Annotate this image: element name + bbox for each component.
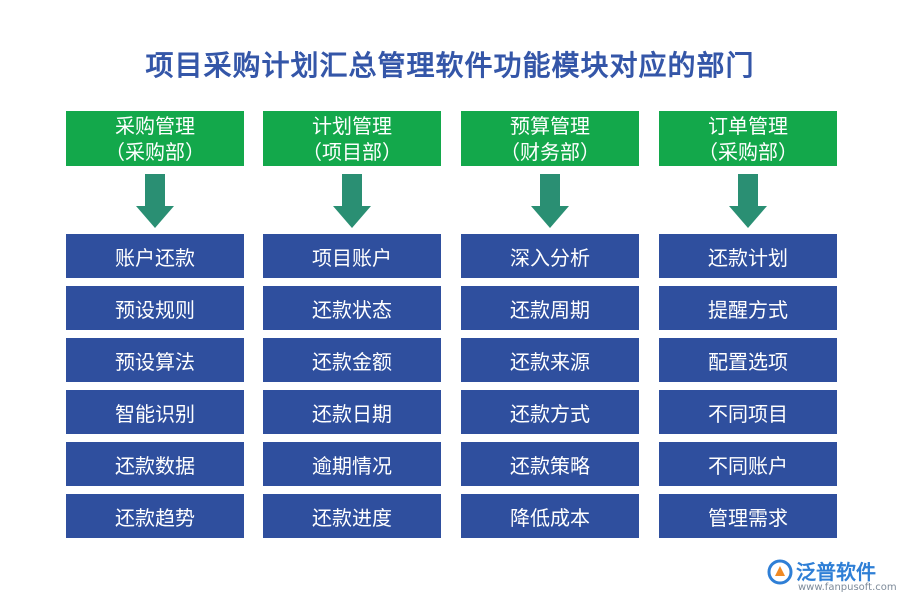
fanpu-logo-icon (767, 559, 793, 585)
feature-item: 不同项目 (659, 390, 837, 434)
feature-item: 预设算法 (66, 338, 244, 382)
feature-item: 提醒方式 (659, 286, 837, 330)
page-title: 项目采购计划汇总管理软件功能模块对应的部门 (145, 49, 755, 82)
module-column-order: 订单管理 （采购部） 还款计划 提醒方式 配置选项 不同项目 不同账户 管理需求 (659, 111, 837, 546)
feature-item: 降低成本 (461, 494, 639, 538)
feature-item: 还款日期 (263, 390, 441, 434)
module-department: （财务部） (500, 139, 600, 164)
module-column-budget: 预算管理 （财务部） 深入分析 还款周期 还款来源 还款方式 还款策略 降低成本 (461, 111, 639, 546)
module-department: （项目部） (302, 139, 402, 164)
logo-name: 泛普软件 (796, 560, 876, 584)
feature-item: 还款周期 (461, 286, 639, 330)
feature-item: 还款趋势 (66, 494, 244, 538)
down-arrow-icon (461, 166, 639, 234)
module-name: 订单管理 (708, 113, 788, 138)
feature-list: 还款计划 提醒方式 配置选项 不同项目 不同账户 管理需求 (659, 234, 837, 546)
fanpu-logo: 泛普软件 www.fanpusoft.com (766, 556, 897, 596)
module-header: 计划管理 （项目部） (263, 111, 441, 166)
feature-item: 还款状态 (263, 286, 441, 330)
module-column-purchase: 采购管理 （采购部） 账户还款 预设规则 预设算法 智能识别 还款数据 还款趋势 (66, 111, 244, 546)
module-name: 采购管理 (115, 113, 195, 138)
feature-item: 智能识别 (66, 390, 244, 434)
module-header: 预算管理 （财务部） (461, 111, 639, 166)
feature-item: 还款方式 (461, 390, 639, 434)
down-arrow-icon (66, 166, 244, 234)
feature-item: 深入分析 (461, 234, 639, 278)
feature-item: 不同账户 (659, 442, 837, 486)
module-column-plan: 计划管理 （项目部） 项目账户 还款状态 还款金额 还款日期 逾期情况 还款进度 (263, 111, 441, 546)
feature-item: 管理需求 (659, 494, 837, 538)
feature-list: 项目账户 还款状态 还款金额 还款日期 逾期情况 还款进度 (263, 234, 441, 546)
feature-list: 账户还款 预设规则 预设算法 智能识别 还款数据 还款趋势 (66, 234, 244, 546)
feature-item: 配置选项 (659, 338, 837, 382)
feature-item: 还款进度 (263, 494, 441, 538)
feature-item: 还款来源 (461, 338, 639, 382)
feature-item: 还款金额 (263, 338, 441, 382)
feature-item: 逾期情况 (263, 442, 441, 486)
module-name: 计划管理 (312, 113, 392, 138)
module-department: （采购部） (105, 139, 205, 164)
module-header: 采购管理 （采购部） (66, 111, 244, 166)
down-arrow-icon (659, 166, 837, 234)
feature-item: 还款策略 (461, 442, 639, 486)
feature-item: 还款计划 (659, 234, 837, 278)
feature-list: 深入分析 还款周期 还款来源 还款方式 还款策略 降低成本 (461, 234, 639, 546)
logo-url: www.fanpusoft.com (798, 582, 897, 593)
down-arrow-icon (263, 166, 441, 234)
feature-item: 预设规则 (66, 286, 244, 330)
feature-item: 还款数据 (66, 442, 244, 486)
feature-item: 项目账户 (263, 234, 441, 278)
module-department: （采购部） (698, 139, 798, 164)
feature-item: 账户还款 (66, 234, 244, 278)
module-header: 订单管理 （采购部） (659, 111, 837, 166)
module-name: 预算管理 (510, 113, 590, 138)
